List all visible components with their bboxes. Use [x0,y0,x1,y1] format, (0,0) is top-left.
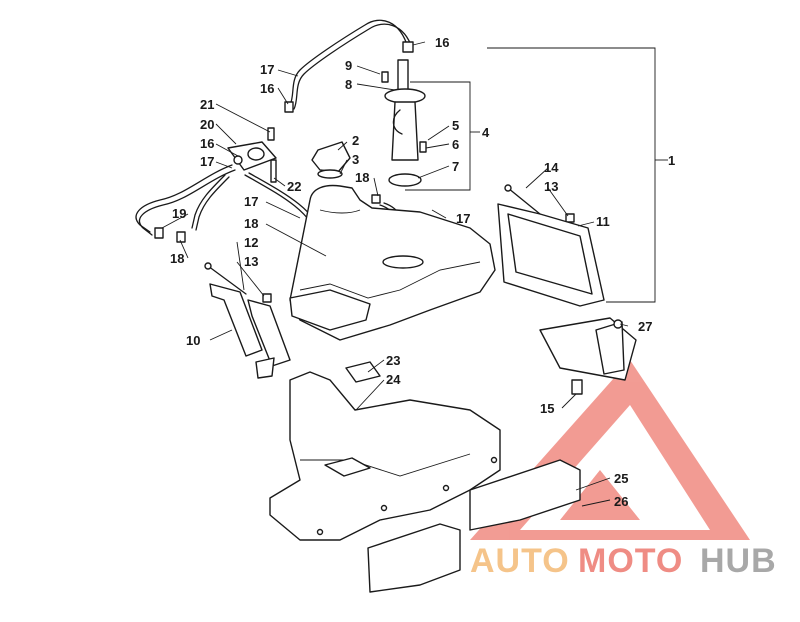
callout-18b: 18 [244,216,258,231]
bolts [204,184,541,295]
strap-left [209,283,291,379]
callout-5: 5 [452,118,459,133]
callout-16c: 16 [200,136,214,151]
group-brackets [405,47,668,303]
callout-19: 19 [172,206,186,221]
callout-3: 3 [352,152,359,167]
callout-4: 4 [482,125,490,140]
callout-26: 26 [614,494,628,509]
watermark-moto: MOTO [578,542,683,580]
callout-13b: 13 [544,179,558,194]
strap-right [497,203,605,307]
callout-13a: 13 [244,254,258,269]
watermark-text: AUTO MOTO HUB [470,542,777,580]
callout-27: 27 [638,319,652,334]
callout-25: 25 [614,471,628,486]
callout-20: 20 [200,117,214,132]
callout-18a: 18 [355,170,369,185]
callout-8: 8 [345,77,352,92]
callout-14: 14 [544,160,559,175]
callout-22: 22 [287,179,301,194]
callout-21: 21 [200,97,214,112]
watermark-hub: HUB [700,542,777,580]
callout-16a: 16 [435,35,449,50]
watermark-auto: AUTO [470,542,570,580]
callout-18c: 18 [170,251,184,266]
callout-17d: 17 [456,211,470,226]
tank-base [269,361,581,593]
callout-17a: 17 [260,62,274,77]
callout-15: 15 [540,401,554,416]
callout-10: 10 [186,333,200,348]
callout-11: 11 [596,214,610,229]
callout-7: 7 [452,159,459,174]
callout-23: 23 [386,353,400,368]
mounting-bracket [539,317,637,395]
small-hardware [154,41,575,303]
callout-2: 2 [352,133,359,148]
callout-24: 24 [386,372,401,387]
fuel-valve [227,141,277,171]
callout-1: 1 [668,153,675,168]
callout-16b: 16 [260,81,274,96]
fuel-tank [289,184,496,341]
callout-6: 6 [452,137,459,152]
callout-12: 12 [244,235,258,250]
callout-17b: 17 [200,154,214,169]
fuel-sender [384,59,426,187]
leader-lines [161,41,629,507]
callout-labels: 1 2 3 4 5 6 7 8 9 10 11 12 13 13 14 15 1… [170,35,675,509]
callout-17c: 17 [244,194,258,209]
callout-9: 9 [345,58,352,73]
